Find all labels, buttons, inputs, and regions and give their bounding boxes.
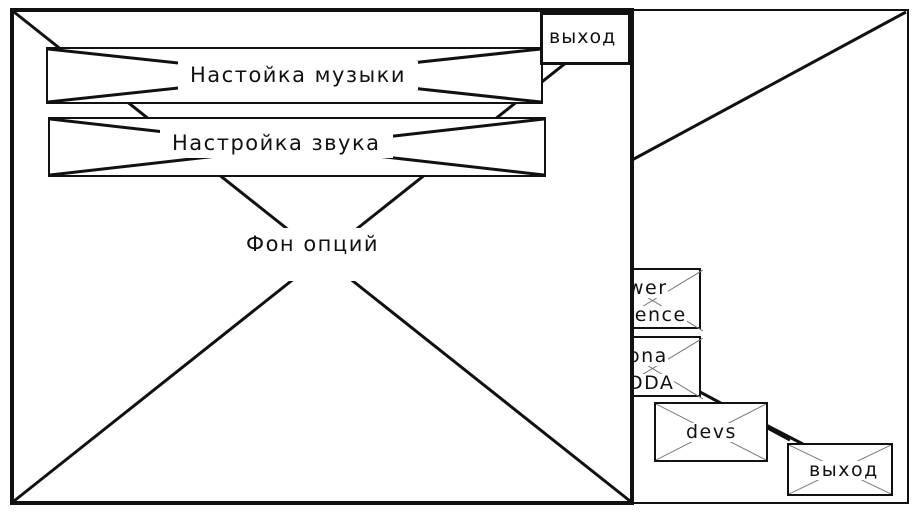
devs-button-label: devs: [686, 421, 737, 443]
music-settings-button[interactable]: Настойка музыки: [46, 47, 543, 104]
background-exit-button[interactable]: выход: [787, 443, 893, 496]
music-settings-label: Настойка музыки: [178, 61, 419, 90]
background-window-diagonal: [631, 10, 907, 162]
devs-button[interactable]: devs: [654, 402, 768, 462]
menu-button-partial-1-line1: wer: [628, 277, 668, 299]
options-exit-button-label: выход: [549, 26, 617, 48]
menu-button-partial-2-line1: ona: [628, 345, 668, 367]
menu-button-partial-1-line2: ience: [628, 304, 687, 326]
sound-settings-button[interactable]: Настройка звука: [48, 117, 546, 177]
options-background-label: Фон опций: [236, 228, 389, 281]
options-exit-button[interactable]: выход: [540, 12, 631, 65]
background-exit-button-label: выход: [809, 459, 879, 481]
menu-button-partial-2-line2: DDA: [628, 372, 675, 394]
sound-settings-label: Настройка звука: [160, 129, 393, 158]
